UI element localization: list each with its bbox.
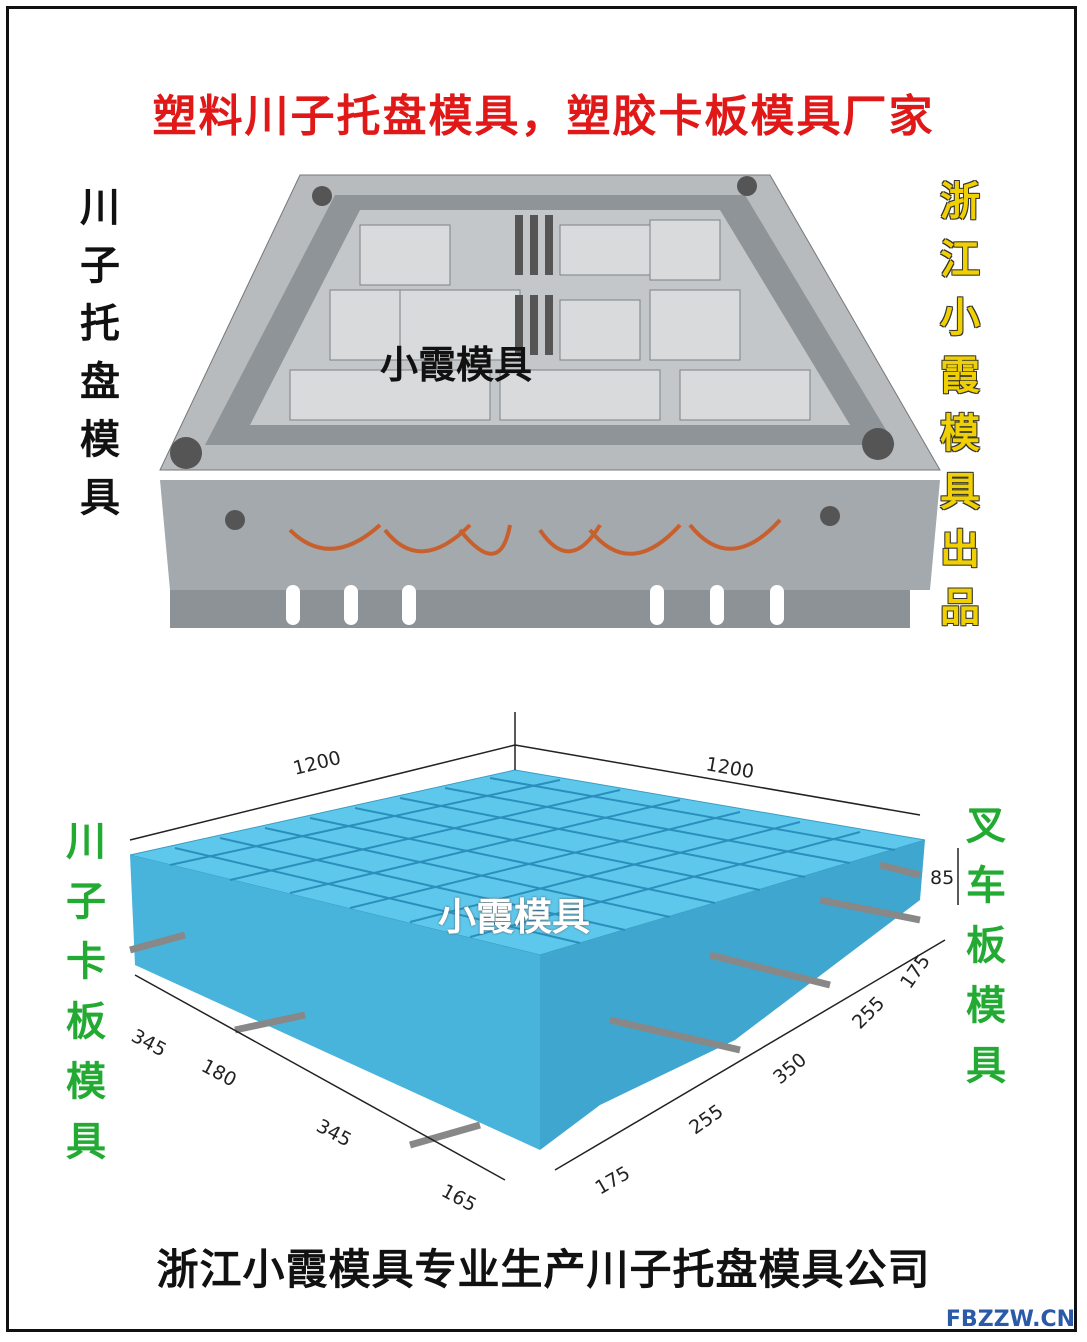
pallet-front-left (130, 855, 540, 1150)
left-bottom-label: 川 子 卡 板 模 具 (66, 818, 106, 1165)
page-title: 塑料川子托盘模具，塑胶卡板模具厂家 (152, 91, 935, 142)
dim-right-5: 175 (592, 1162, 634, 1199)
dimension-lines (129, 712, 959, 1181)
dim-right-1: 175 (896, 951, 935, 993)
pallet-steel-bars (129, 861, 921, 1149)
pallet-grid (169, 777, 896, 944)
mold-center-slots (515, 215, 553, 355)
dim-left-4: 165 (438, 1180, 480, 1216)
dim-right-4: 255 (685, 1100, 727, 1139)
mold-hoses (288, 518, 782, 556)
watermark-top: 小霞模具 (380, 342, 533, 387)
pallet-front-right (540, 840, 925, 1150)
mold-bolts (170, 176, 894, 530)
dim-length-left: 1200 (291, 747, 343, 780)
outer-border (6, 6, 1077, 1332)
mold-side (160, 480, 940, 590)
watermark-bottom: 小霞模具 (438, 894, 591, 939)
dim-right-2: 255 (848, 992, 889, 1033)
footer-text: 浙江小霞模具专业生产川子托盘模具公司 (156, 1245, 931, 1294)
mold-grid (289, 219, 811, 421)
dim-left-2: 180 (198, 1055, 240, 1091)
dim-right-3: 350 (769, 1049, 811, 1089)
right-top-label: 浙 江 小 霞 模 具 出 品 (940, 178, 980, 631)
left-top-label: 川 子 托 盘 模 具 (80, 184, 120, 521)
dim-left-1: 345 (128, 1025, 170, 1061)
mold-base-slots (286, 585, 784, 625)
right-bottom-label: 叉 车 板 模 具 (966, 802, 1006, 1089)
dim-height: 85 (930, 867, 954, 889)
dim-left-3: 345 (313, 1115, 355, 1151)
site-watermark: FBZZW.CN (945, 1307, 1075, 1332)
